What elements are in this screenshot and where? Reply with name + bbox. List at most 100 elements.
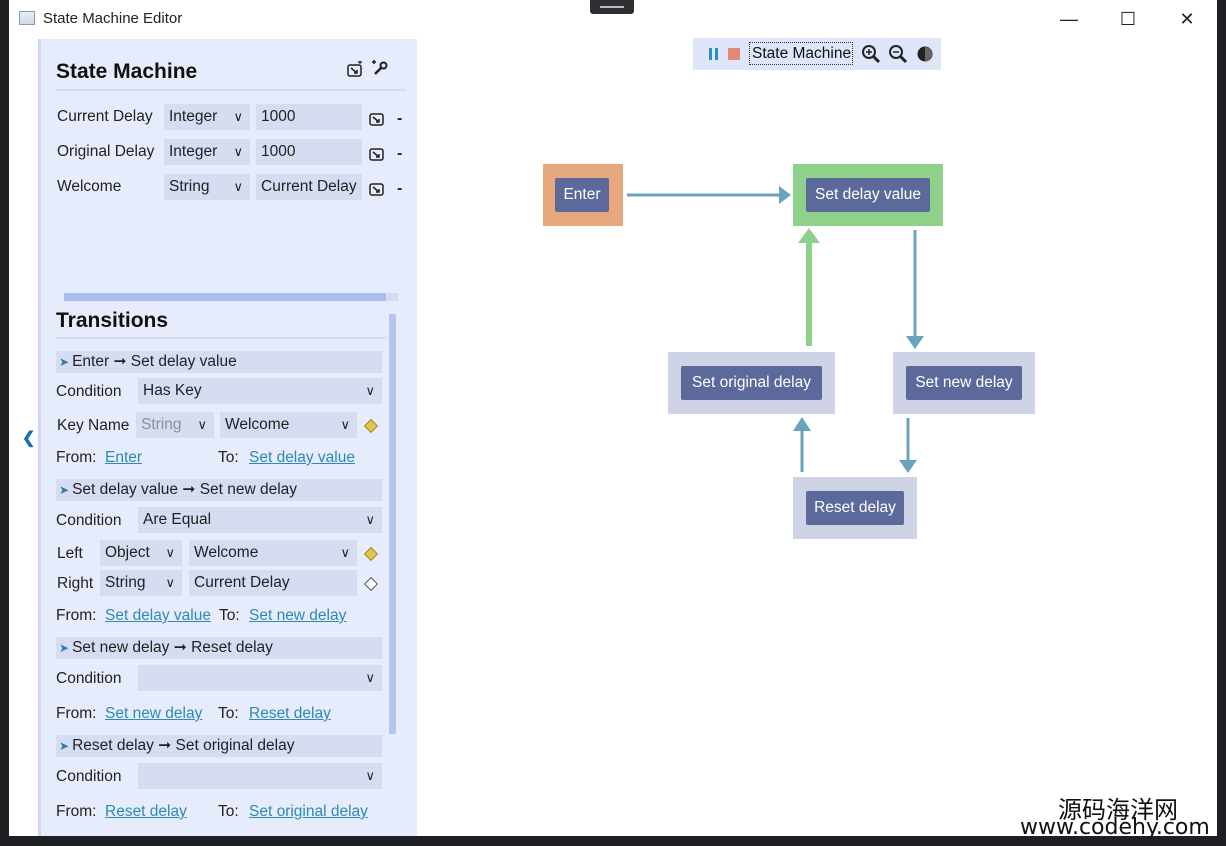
transitions-heading: Transitions: [56, 309, 169, 332]
from-label: From:: [56, 607, 97, 624]
left-value-dropdown[interactable]: Welcome∨: [189, 540, 357, 566]
chevron-down-icon: ∨: [365, 670, 375, 685]
link-variable-icon[interactable]: [368, 110, 386, 128]
transitions-scrollbar[interactable]: [389, 314, 396, 734]
to-link[interactable]: Set original delay: [249, 803, 368, 820]
right-operand-label: Right: [57, 575, 94, 592]
key-value-dropdown[interactable]: Welcome∨: [220, 412, 357, 438]
add-variable-icon[interactable]: [346, 61, 364, 79]
chevron-down-icon: ∨: [365, 383, 375, 398]
right-value-input[interactable]: Current Delay: [189, 570, 357, 596]
condition-dropdown[interactable]: Has Key∨: [138, 378, 382, 404]
variable-type-dropdown[interactable]: String∨: [164, 174, 250, 200]
splitter-end: [386, 293, 398, 301]
transition-header[interactable]: ➤Set delay value ➞ Set new delay: [56, 479, 382, 501]
edge-set-new-delay-to-reset-delay: [899, 418, 917, 473]
transition-header[interactable]: ➤Set new delay ➞ Reset delay: [56, 637, 382, 659]
collapse-panel-icon[interactable]: ❮: [22, 430, 36, 447]
maximize-button[interactable]: ☐: [1119, 9, 1137, 29]
edge-enter-to-set-delay-value: [627, 186, 791, 204]
chevron-down-icon: ∨: [233, 179, 243, 194]
from-label: From:: [56, 449, 97, 466]
from-label: From:: [56, 705, 97, 722]
from-link[interactable]: Reset delay: [105, 803, 187, 820]
condition-label: Condition: [56, 383, 122, 400]
to-link[interactable]: Reset delay: [249, 705, 331, 722]
remove-variable-button[interactable]: -: [397, 145, 403, 162]
left-operand-label: Left: [57, 545, 83, 562]
chevron-down-icon: ∨: [165, 575, 175, 590]
chevron-down-icon: ∨: [233, 144, 243, 159]
variable-value-input[interactable]: 1000: [256, 139, 362, 165]
minimize-button[interactable]: —: [1060, 9, 1078, 29]
node-set-original-delay[interactable]: Set original delay: [668, 352, 835, 414]
chevron-down-icon: ∨: [233, 109, 243, 124]
from-link[interactable]: Set new delay: [105, 705, 203, 722]
state-machine-selector[interactable]: State Machine: [749, 42, 853, 65]
state-machine-editor-window: State Machine Editor — ☐ ✕ ❮ State Machi…: [9, 0, 1217, 836]
key-type-dropdown[interactable]: String∨: [136, 412, 214, 438]
transition-header[interactable]: ➤Enter ➞ Set delay value: [56, 351, 382, 373]
to-label: To:: [218, 705, 239, 722]
close-button[interactable]: ✕: [1179, 9, 1195, 29]
chevron-down-icon: ∨: [365, 768, 375, 783]
divider: [56, 89, 406, 91]
zoom-in-icon[interactable]: [861, 44, 881, 64]
clipped-row: From: Reset delay To: Set original delay: [41, 799, 401, 821]
chevron-down-icon: ∨: [197, 417, 207, 432]
chevron-down-icon: ∨: [165, 545, 175, 560]
remove-variable-button[interactable]: -: [397, 110, 403, 127]
splitter-bar[interactable]: [64, 293, 386, 301]
node-reset-delay[interactable]: Reset delay: [793, 477, 917, 539]
node-set-delay-value[interactable]: Set delay value: [793, 164, 943, 226]
watermark-text: 源码海洋网: [1058, 796, 1178, 824]
link-variable-icon[interactable]: [368, 145, 386, 163]
right-type-dropdown[interactable]: String∨: [100, 570, 182, 596]
condition-label: Condition: [56, 670, 122, 687]
to-label: To:: [218, 449, 239, 466]
condition-dropdown[interactable]: ∨: [138, 665, 382, 691]
to-label: To:: [219, 607, 240, 624]
drag-grip[interactable]: [590, 0, 634, 14]
edge-set-delay-value-to-set-new-delay: [906, 230, 924, 349]
node-enter[interactable]: Enter: [543, 164, 623, 226]
condition-dropdown[interactable]: ∨: [138, 763, 382, 789]
variable-value-input[interactable]: 1000: [256, 104, 362, 130]
wrench-icon[interactable]: [371, 59, 389, 77]
transition-header[interactable]: ➤Reset delay ➞ Set original delay: [56, 735, 382, 757]
from-link[interactable]: Enter: [105, 449, 143, 466]
left-type-dropdown[interactable]: Object∨: [100, 540, 182, 566]
variable-name: Original Delay: [57, 143, 155, 160]
variable-name: Welcome: [57, 178, 122, 195]
node-set-new-delay[interactable]: Set new delay: [893, 352, 1035, 414]
variable-type-dropdown[interactable]: Integer∨: [164, 139, 250, 165]
variable-value-input[interactable]: Current Delay: [256, 174, 362, 200]
expand-chevron-icon: ➤: [59, 641, 70, 655]
node-label: Set original delay: [681, 366, 822, 400]
divider: [56, 337, 386, 339]
reset-view-icon[interactable]: [916, 45, 934, 63]
stop-icon[interactable]: [727, 47, 741, 61]
app-icon: [19, 11, 35, 25]
link-variable-icon[interactable]: [368, 180, 386, 198]
expand-chevron-icon: ➤: [59, 355, 70, 369]
condition-dropdown[interactable]: Are Equal∨: [138, 507, 382, 533]
to-link[interactable]: Set new delay: [249, 607, 347, 624]
node-label: Set new delay: [906, 366, 1022, 400]
to-label: To:: [218, 803, 239, 820]
chevron-down-icon: ∨: [340, 545, 350, 560]
expand-chevron-icon: ➤: [59, 739, 70, 753]
condition-label: Condition: [56, 512, 122, 529]
node-label: Set delay value: [806, 178, 930, 212]
to-link[interactable]: Set delay value: [249, 449, 355, 466]
chevron-down-icon: ∨: [365, 512, 375, 527]
edge-set-original-delay-to-set-delay-value: [798, 228, 820, 346]
state-machine-heading: State Machine: [56, 60, 198, 83]
zoom-out-icon[interactable]: [888, 44, 908, 64]
variable-type-dropdown[interactable]: Integer∨: [164, 104, 250, 130]
pause-icon[interactable]: [707, 47, 721, 61]
remove-variable-button[interactable]: -: [397, 180, 403, 197]
window-title: State Machine Editor: [43, 10, 183, 27]
from-link[interactable]: Set delay value: [105, 607, 211, 624]
chevron-down-icon: ∨: [340, 417, 350, 432]
